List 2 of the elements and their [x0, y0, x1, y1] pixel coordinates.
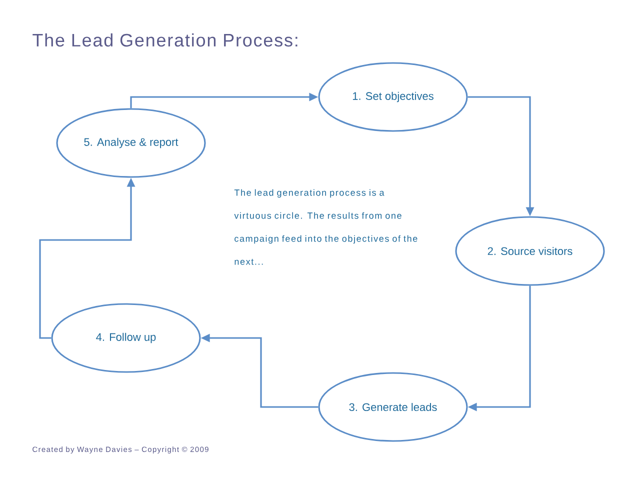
note-text: The lead generation process is a virtuous circle. The results from one campaign feed into the objectives of the next...	[234, 189, 418, 265]
title: The Lead Generation Process:	[32, 33, 298, 47]
